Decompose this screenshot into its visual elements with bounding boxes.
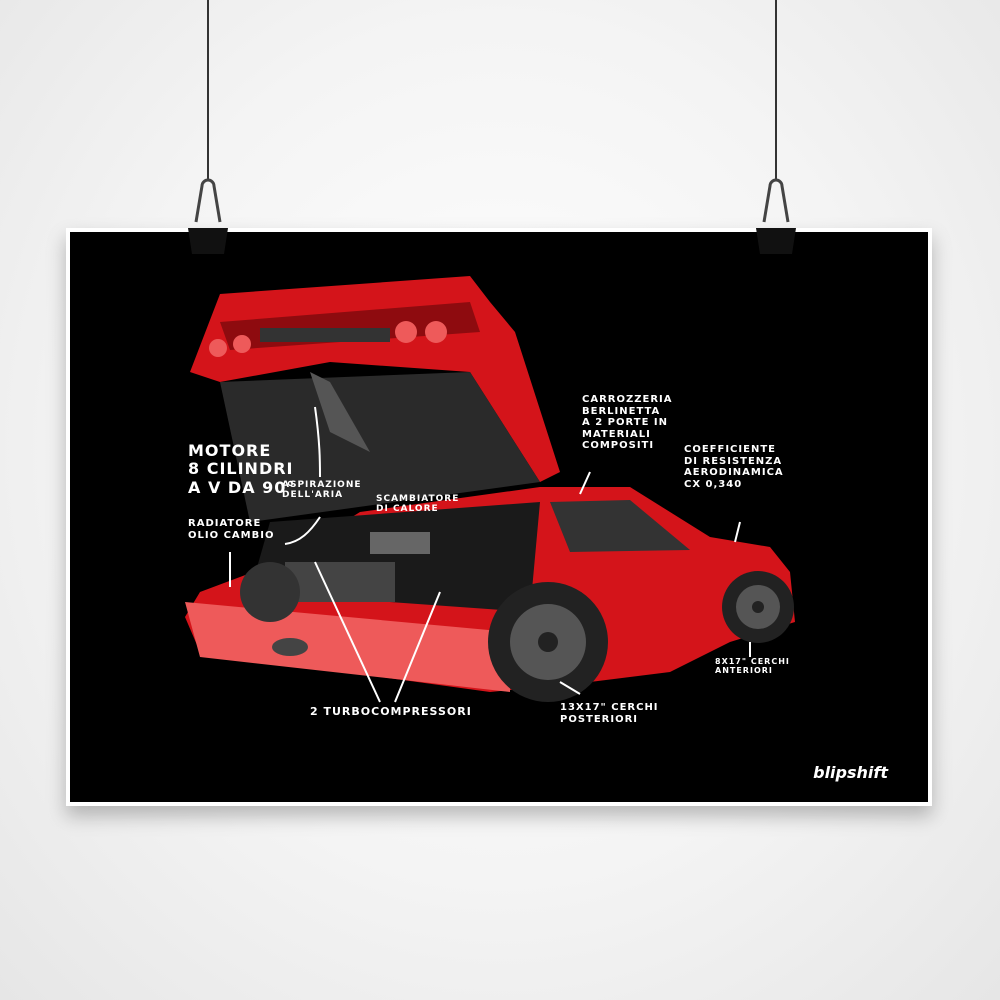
note-carrozzeria: Carrozzeria berlinetta a 2 porte in mate… [582,394,673,451]
brand-logo: blipshift [813,763,888,782]
note-scambiatore: Scambiatore di calore [376,494,460,515]
note-aspirazione: Aspirazione dell'aria [282,480,362,501]
car-illustration [185,276,795,703]
hanging-string-right [775,0,777,180]
note-motore: Motore 8 cilindri a V da 90° [188,441,296,497]
poster: Motore 8 cilindri a V da 90° Aspirazione… [66,228,932,806]
note-cerchi-anteriori: 8x17" cerchi anteriori [715,657,790,676]
poster-artwork: Motore 8 cilindri a V da 90° Aspirazione… [70,232,928,802]
binder-clip-left [188,178,228,254]
note-radiatore: Radiatore olio cambio [188,518,275,541]
note-cerchi-posteriori: 13x17" cerchi posteriori [560,702,659,725]
hanging-string-left [207,0,209,180]
note-coefficiente: Coefficiente di resistenza aerodinamica … [684,444,784,490]
note-turbo: 2 Turbocompressori [310,705,472,718]
binder-clip-right [756,178,796,254]
